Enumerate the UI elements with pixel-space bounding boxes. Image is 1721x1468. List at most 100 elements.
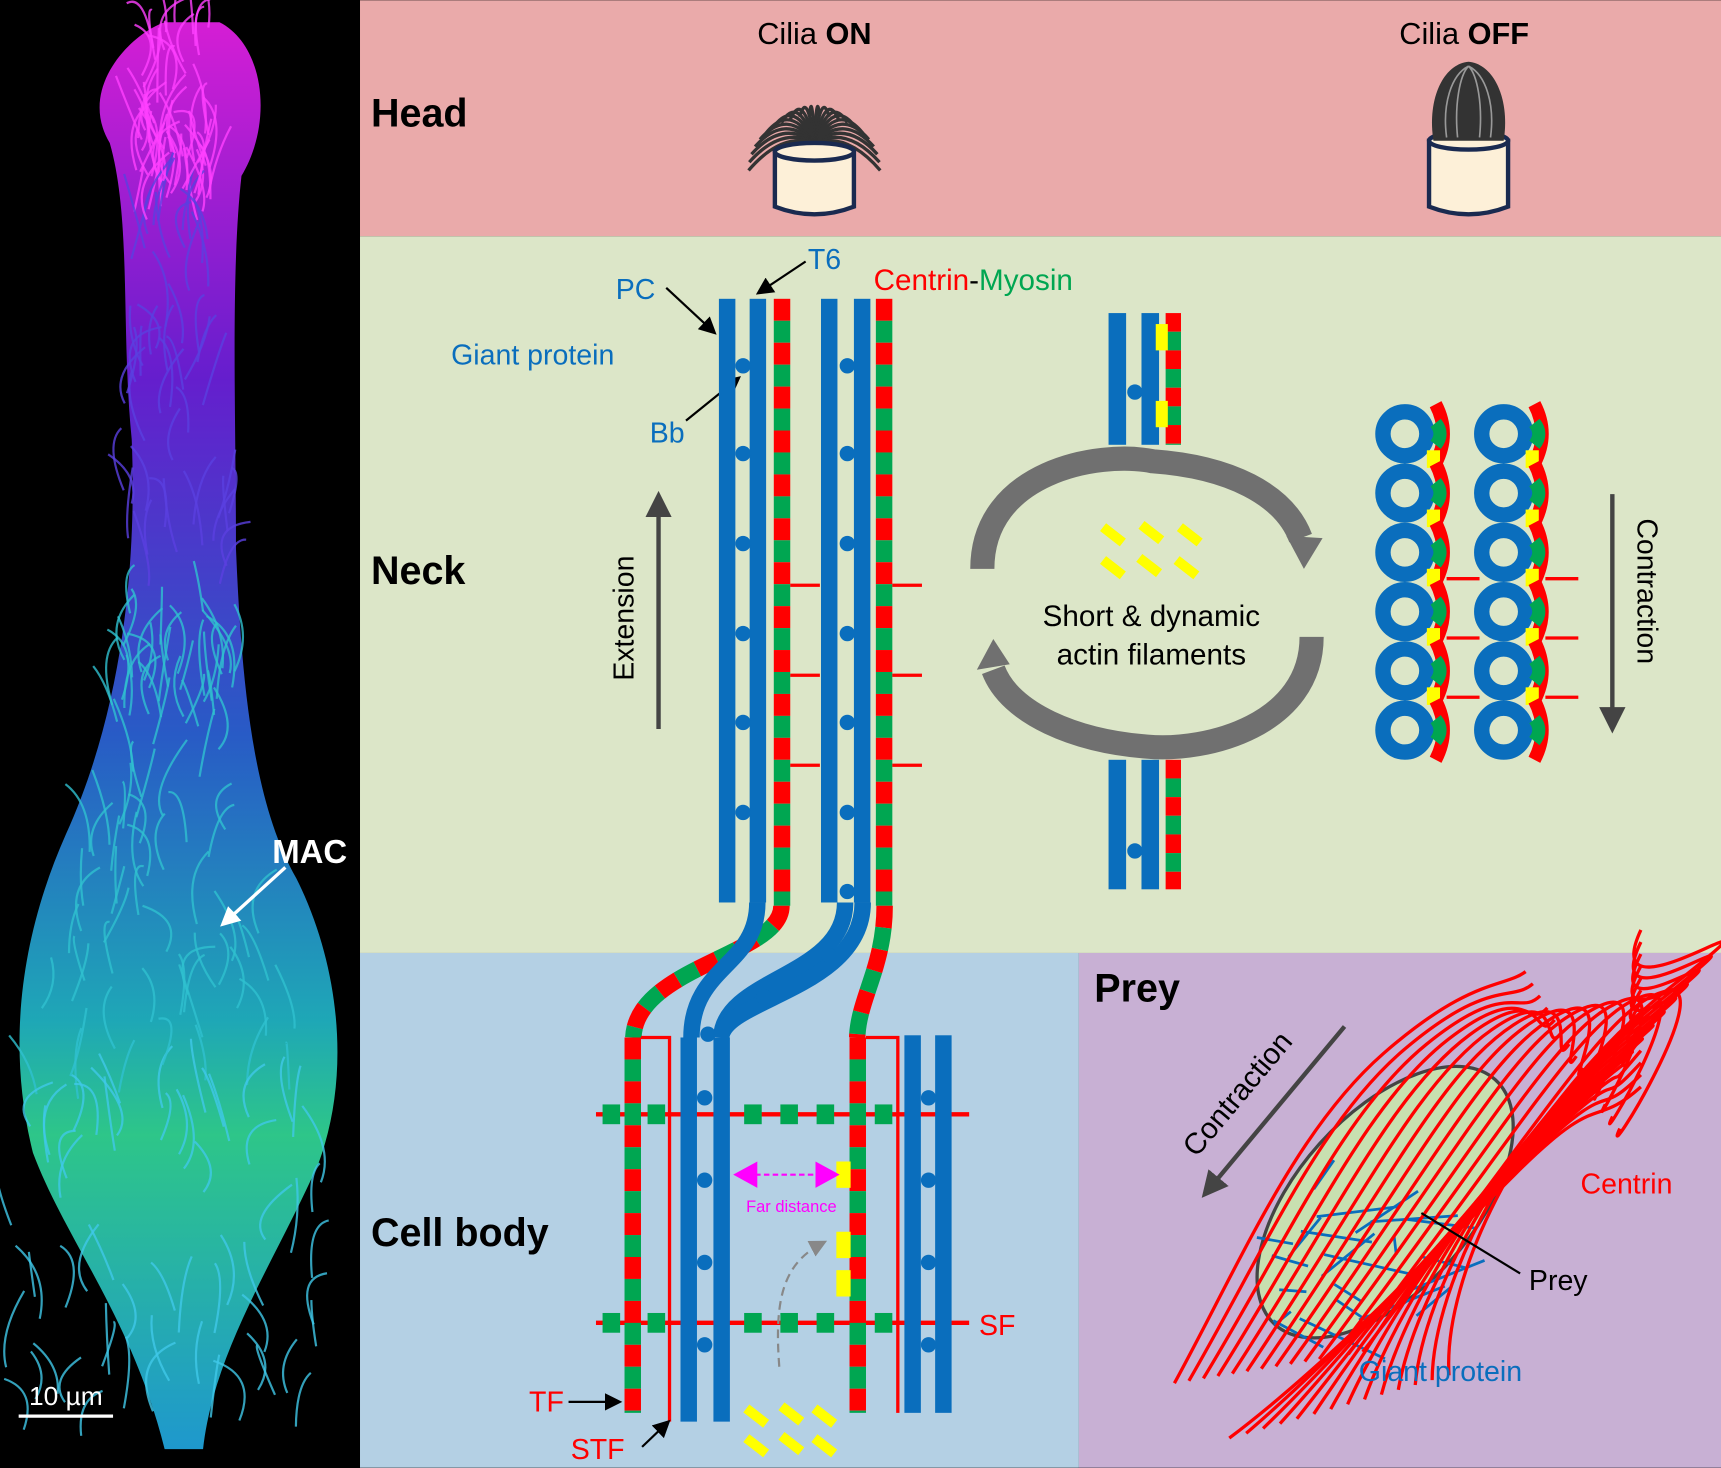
cilium-fiber xyxy=(196,314,217,363)
centrin-myosin-segment xyxy=(1165,425,1181,444)
cilium-fiber xyxy=(212,488,236,541)
centrin-myosin-segment xyxy=(624,1235,641,1257)
coiled-myosin xyxy=(1430,715,1447,746)
centrin-myosin-segment xyxy=(624,1125,641,1148)
cilium-fiber xyxy=(158,113,172,185)
cilium-fiber xyxy=(189,0,195,35)
sf-label: SF xyxy=(979,1310,1015,1342)
cilium-fiber xyxy=(142,31,162,88)
cilium-fiber xyxy=(301,1105,326,1183)
centrin-strand xyxy=(1278,1049,1643,1425)
myosin-block xyxy=(647,1104,666,1125)
cilium-fiber xyxy=(147,34,178,90)
centrin-myosin-label: Centrin-Myosin xyxy=(874,264,1073,297)
centrin-myosin-segment xyxy=(1165,834,1181,854)
coiled-myosin xyxy=(1529,655,1546,686)
cilium-fiber xyxy=(117,615,134,678)
cilium-fiber xyxy=(87,1223,115,1281)
centrin-myosin-segment xyxy=(773,562,791,585)
t6-arrow xyxy=(755,260,807,295)
coiled-giant-protein xyxy=(1474,641,1534,701)
basal-body xyxy=(920,1172,937,1188)
cilium-fiber xyxy=(133,864,145,916)
cilia-on-icon xyxy=(747,104,882,217)
contraction-label: Contraction xyxy=(1631,518,1663,664)
cilium-fiber xyxy=(206,615,236,688)
cilium-fiber xyxy=(184,673,206,724)
centrin-myosin-segment xyxy=(773,781,791,804)
cilium-fiber xyxy=(173,0,177,23)
centrin-myosin-segment xyxy=(624,1103,641,1126)
actin-filament xyxy=(1138,521,1165,545)
coiled-giant-protein xyxy=(1474,404,1534,464)
cilium-fiber xyxy=(193,1140,212,1193)
cilium-fiber xyxy=(143,157,173,235)
cilium-fiber xyxy=(181,139,211,190)
centrin-myosin-segment xyxy=(875,584,893,607)
centrin-strand xyxy=(1430,941,1713,1381)
centrin-myosin-segment xyxy=(624,1366,641,1389)
centrin-myosin-segment xyxy=(773,584,791,607)
actin-filament xyxy=(778,1432,805,1456)
centrin-myosin-segment xyxy=(875,298,893,321)
centrin-myosin-segment xyxy=(875,825,893,848)
giant-protein-filament xyxy=(935,1035,952,1413)
myosin-block xyxy=(647,1312,666,1333)
cilium-fiber xyxy=(132,510,151,586)
cilium-fiber xyxy=(152,677,171,745)
cilium-fiber xyxy=(215,782,233,831)
centrin-myosin-segment xyxy=(1165,443,1181,445)
cilium-fiber xyxy=(207,0,211,28)
coiled-myosin xyxy=(1529,596,1546,627)
giant-protein-filament xyxy=(1141,759,1160,890)
coiled-giant-protein xyxy=(1375,522,1435,582)
coiled-giant-protein xyxy=(1474,581,1534,642)
actin-filament xyxy=(1155,324,1168,351)
neck-filaments xyxy=(625,298,922,1042)
cilium-fiber xyxy=(193,148,205,203)
centrin-myosin-segment xyxy=(624,1037,641,1060)
prey-pointer xyxy=(1420,1212,1521,1275)
centrin-myosin-segment xyxy=(875,386,893,409)
prey-centrin-label: Centrin xyxy=(1581,1168,1673,1200)
cilium-fiber xyxy=(152,157,176,226)
centrin-myosin-segment xyxy=(773,474,791,497)
basal-body xyxy=(696,1254,713,1271)
actin-filament xyxy=(1136,553,1163,578)
coiled-giant-protein xyxy=(1375,463,1435,523)
cilium-fiber xyxy=(182,953,206,1013)
cilium-fiber xyxy=(306,1272,328,1325)
centrin-myosin-segment xyxy=(875,847,893,870)
centrin-myosin-segment xyxy=(773,320,791,343)
basal-body xyxy=(839,445,856,462)
cilium-fiber xyxy=(58,1129,76,1179)
cilium-fiber xyxy=(310,1162,321,1213)
cilium-fiber xyxy=(114,75,143,141)
cilium-fiber xyxy=(241,1293,269,1353)
cilium-fiber xyxy=(279,1056,294,1123)
cilium-fiber xyxy=(101,1320,116,1367)
centrin-myosin-segment xyxy=(875,650,893,672)
cilium-fiber xyxy=(103,920,114,974)
cilium-fiber xyxy=(285,1041,291,1090)
coiled-giant-protein xyxy=(1474,522,1534,582)
cilium-fiber xyxy=(59,1244,75,1308)
centrin-myosin-segment xyxy=(1165,871,1181,890)
coiled-myosin xyxy=(1529,537,1546,568)
coiled-myosin xyxy=(1430,655,1447,686)
centrin-myosin-segment xyxy=(875,628,893,651)
centrin-myosin-segment xyxy=(875,891,893,906)
cycle-arrowhead-top xyxy=(1286,535,1323,569)
cilium-fiber xyxy=(165,335,185,390)
cilium-fiber xyxy=(110,865,126,914)
centrin-myosin-segment xyxy=(875,606,893,629)
cilium-fiber xyxy=(192,456,217,525)
actin-filament xyxy=(743,1404,770,1428)
cilium-fiber xyxy=(173,133,183,186)
actin-filaments-bottom xyxy=(743,1402,838,1458)
cilium-fiber xyxy=(112,427,125,491)
cilium-fiber xyxy=(246,1332,267,1391)
cilium-fiber xyxy=(201,82,210,136)
cilium-fiber xyxy=(102,985,116,1050)
